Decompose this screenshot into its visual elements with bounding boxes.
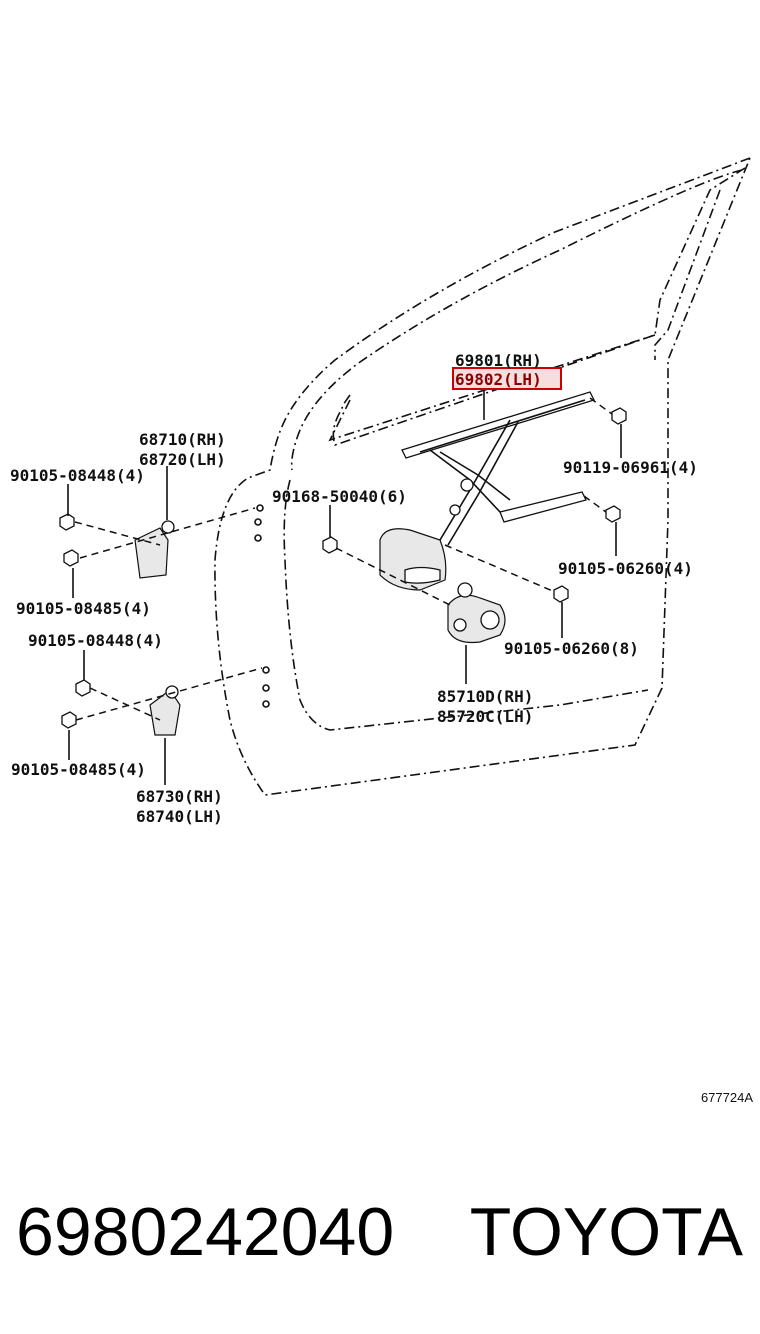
leader-lines <box>67 388 622 785</box>
callout-bolt-upper-left-a: 90105-08448(4) <box>10 466 145 485</box>
callout-hinge-upper-lh: 68720(LH) <box>139 450 226 469</box>
diagram-reference: 677724A <box>701 1090 753 1105</box>
callout-motor-rh: 85710D(RH) <box>437 687 533 706</box>
callout-regulator-rh: 69801(RH) <box>455 351 542 370</box>
footer-part-number: 6980242040 <box>16 1194 394 1270</box>
callout-bolt-center: 90168-50040(6) <box>272 487 407 506</box>
callout-hinge-lower-rh: 68730(RH) <box>136 787 223 806</box>
callout-bolt-upper-left-b: 90105-08485(4) <box>16 599 151 618</box>
lower-hinge <box>149 685 181 736</box>
callout-bolt-mid-right: 90105-06260(4) <box>558 559 693 578</box>
footer-brand: TOYOTA <box>470 1194 744 1270</box>
bolt-icons <box>59 407 627 729</box>
highlight-box <box>452 367 562 390</box>
callout-hinge-upper-rh: 68710(RH) <box>139 430 226 449</box>
regulator-motor <box>447 582 506 644</box>
door-outline <box>214 156 752 796</box>
callout-regulator-lh: 69802(LH) <box>455 370 542 389</box>
callout-hinge-lower-lh: 68740(LH) <box>136 807 223 826</box>
relation-lines <box>74 397 613 721</box>
callout-bolt-lower-right: 90105-06260(8) <box>504 639 639 658</box>
callout-motor-lh: 85720C(LH) <box>437 707 533 726</box>
callout-bolt-lower-left-b: 90105-08485(4) <box>11 760 146 779</box>
callout-bolt-lower-left-a: 90105-08448(4) <box>28 631 163 650</box>
upper-hinge <box>134 520 175 579</box>
callout-bolt-top-right: 90119-06961(4) <box>563 458 698 477</box>
